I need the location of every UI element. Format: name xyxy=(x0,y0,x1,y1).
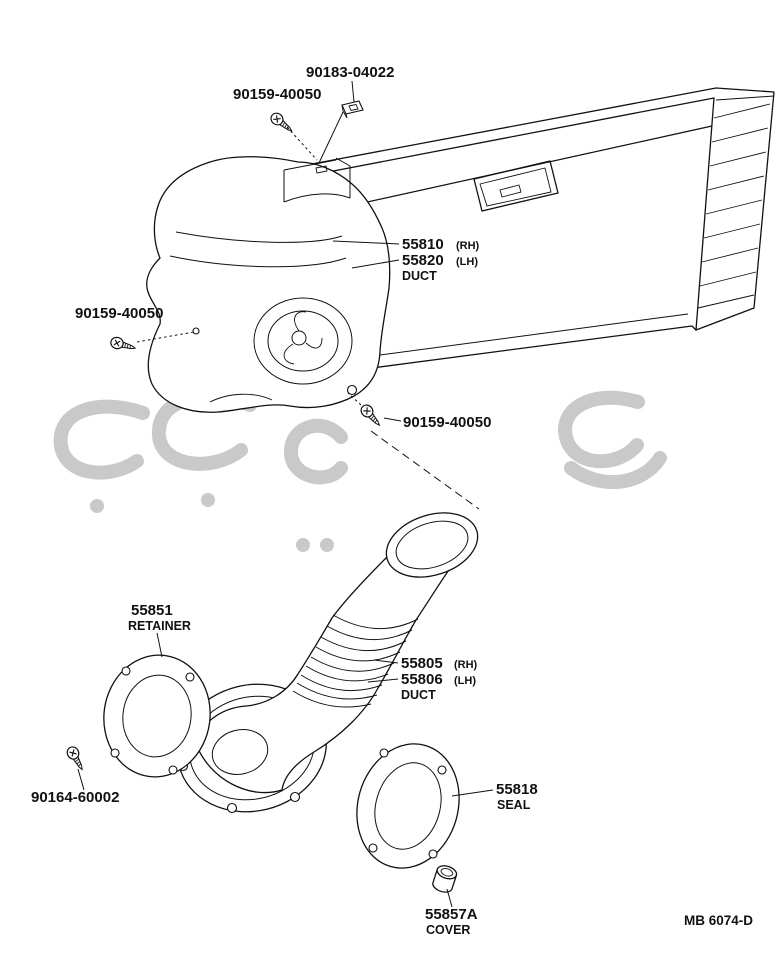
part-label-55851: 55851 xyxy=(131,602,173,619)
part-label-90183-04022: 90183-04022 xyxy=(306,64,394,81)
part-name-duct-upper: DUCT xyxy=(402,269,437,283)
part-name-cover: COVER xyxy=(426,923,470,937)
instrument-panel-drawing xyxy=(295,87,775,369)
vent-opening-drawing xyxy=(253,297,353,385)
screw-icon xyxy=(64,744,88,773)
part-variant-rh: (RH) xyxy=(454,659,478,671)
part-label-55820: 55820 xyxy=(402,252,444,269)
leader-lines xyxy=(77,80,494,908)
part-label-90159-40050-mid: 90159-40050 xyxy=(403,414,491,431)
part-label-55857A: 55857A xyxy=(425,906,478,923)
part-labels: 90183-04022 90159-40050 55810 (RH) 55820… xyxy=(31,64,753,937)
screw-icon xyxy=(358,402,385,430)
cover-drawing xyxy=(432,865,458,893)
part-label-55806: 55806 xyxy=(401,671,443,688)
screw-icon xyxy=(108,335,138,354)
part-label-90164-60002: 90164-60002 xyxy=(31,789,119,806)
drawing-code: MB 6074-D xyxy=(684,913,753,928)
upper-duct-drawing xyxy=(146,156,391,413)
lower-duct-drawing xyxy=(176,512,479,814)
part-label-90159-40050-top: 90159-40050 xyxy=(233,86,321,103)
part-label-55818: 55818 xyxy=(496,781,538,798)
part-variant-lh: (LH) xyxy=(454,675,476,687)
retainer-ring-drawing xyxy=(103,654,211,778)
corrugation-lines xyxy=(292,614,419,708)
clip-icon xyxy=(341,100,364,119)
duct-mouth-drawing xyxy=(385,512,479,578)
part-label-55805: 55805 xyxy=(401,655,443,672)
watermark-logo xyxy=(53,390,667,552)
part-label-55810: 55810 xyxy=(402,236,444,253)
part-variant-rh: (RH) xyxy=(456,240,480,252)
glove-box-drawing xyxy=(473,160,559,212)
part-name-retainer: RETAINER xyxy=(128,619,191,633)
part-name-seal: SEAL xyxy=(497,798,531,812)
part-variant-lh: (LH) xyxy=(456,256,478,268)
part-name-duct-lower: DUCT xyxy=(401,688,436,702)
seal-ring-drawing xyxy=(356,743,460,869)
side-vent-slats xyxy=(697,103,771,309)
part-label-90159-40050-left: 90159-40050 xyxy=(75,305,163,322)
